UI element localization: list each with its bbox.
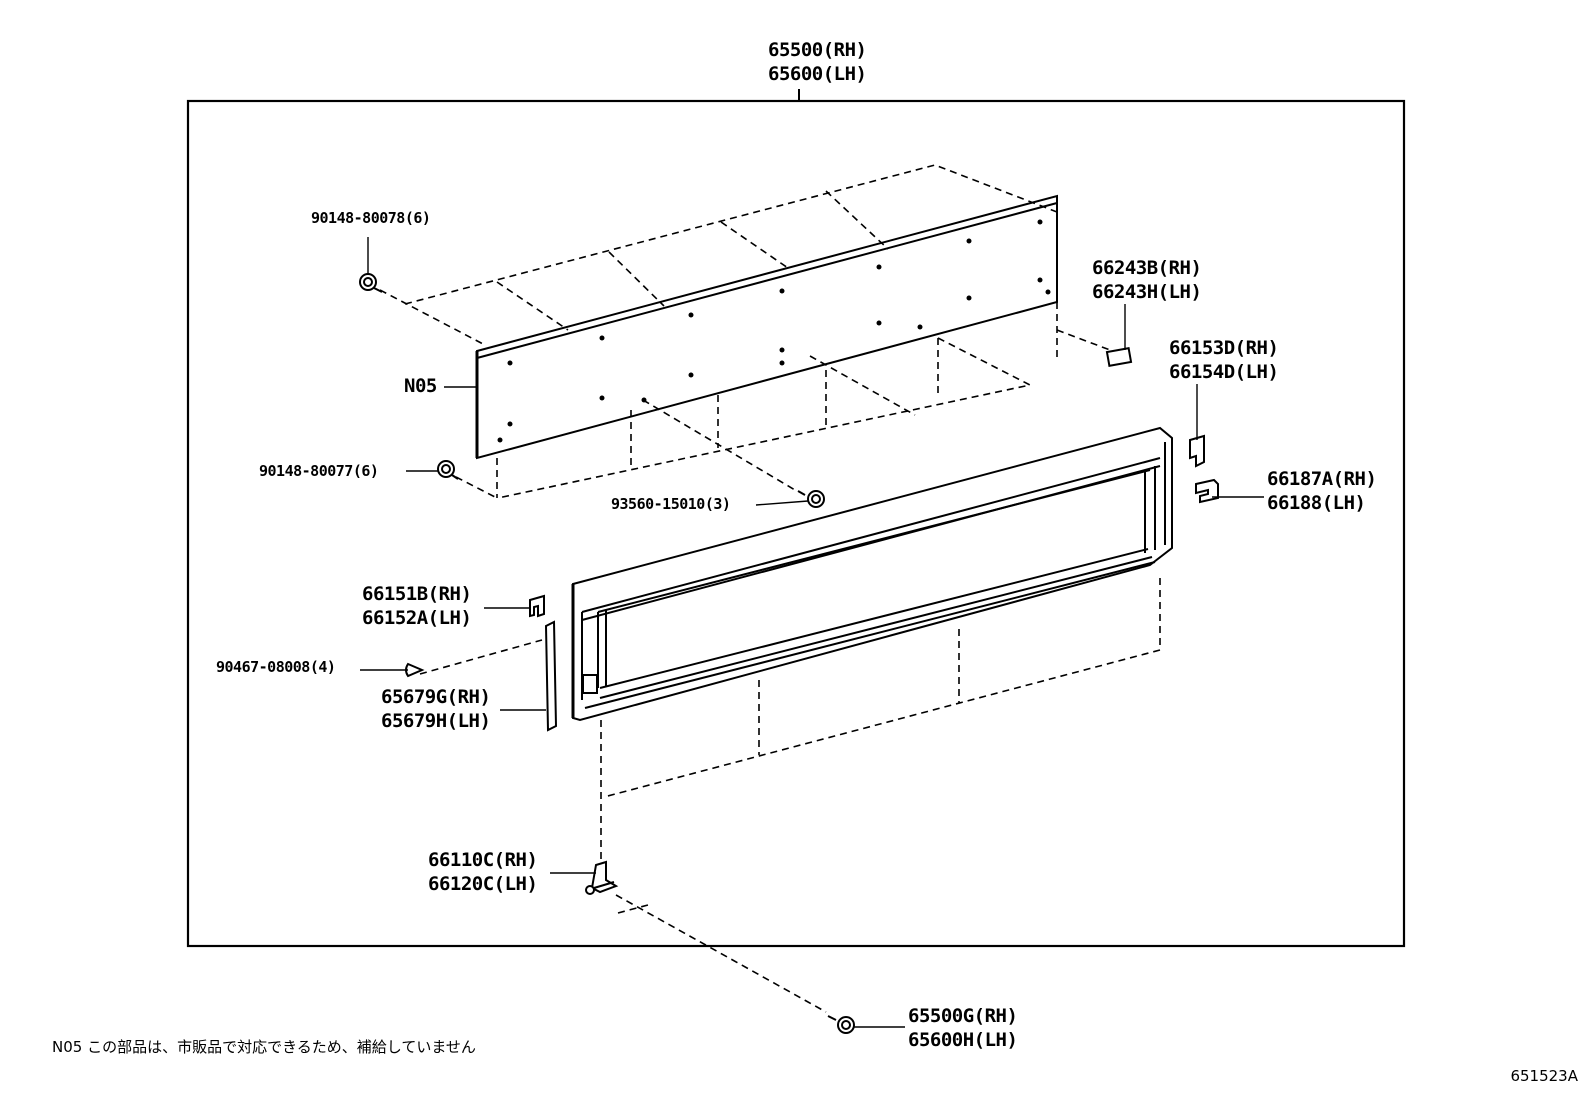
hinge-shape (585, 860, 619, 895)
label-strip-lh: 65679H(LH) (381, 710, 491, 732)
label-clip-right-lh: 66188(LH) (1267, 492, 1366, 514)
label-clip-right-rh: 66187A(RH) (1267, 468, 1377, 490)
tailgate-panel (571, 426, 1173, 722)
label-board: N05 (404, 375, 437, 397)
strip-shape (544, 620, 558, 732)
label-bolt-hinge-lh: 65600H(LH) (908, 1029, 1018, 1051)
label-hinge-rh: 66110C(RH) (428, 849, 538, 871)
label-assembly-rh: 65500(RH) (768, 39, 867, 61)
clip-right-shape (1195, 478, 1219, 504)
label-bracket-top-rh: 66153D(RH) (1169, 337, 1279, 359)
label-rivet: 90467-08008(4) (216, 658, 336, 676)
label-screw-top: 90148-80078(6) (311, 209, 431, 227)
screw-bottom-shape (437, 460, 459, 480)
label-screw-bottom: 90148-80077(6) (259, 462, 379, 480)
label-hinge-lh: 66120C(LH) (428, 873, 538, 895)
label-assembly-lh: 65600(LH) (768, 63, 867, 85)
clip-left-shape (529, 594, 545, 618)
pad-shape (1105, 347, 1133, 367)
label-clip-left-lh: 66152A(LH) (362, 607, 472, 629)
label-pad-lh: 66243H(LH) (1092, 281, 1202, 303)
label-bolt-hinge-rh: 65500G(RH) (908, 1005, 1018, 1027)
bracket-top-shape (1189, 434, 1205, 468)
bolt-center-shape (797, 490, 825, 508)
label-bolt-center: 93560-15010(3) (611, 495, 731, 513)
figure-number: 651523A (1510, 1067, 1578, 1085)
bolt-hinge-shape (827, 1015, 855, 1034)
board-n05 (475, 194, 1058, 460)
label-clip-left-rh: 66151B(RH) (362, 583, 472, 605)
label-bracket-top-lh: 66154D(LH) (1169, 361, 1279, 383)
rivet-shape (405, 662, 425, 678)
label-pad-rh: 66243B(RH) (1092, 257, 1202, 279)
screw-top-shape (359, 273, 383, 293)
assembly-frame (186, 99, 1406, 948)
label-strip-rh: 65679G(RH) (381, 686, 491, 708)
footnote: N05 この部品は、市販品で対応できるため、補給していません (52, 1038, 476, 1056)
